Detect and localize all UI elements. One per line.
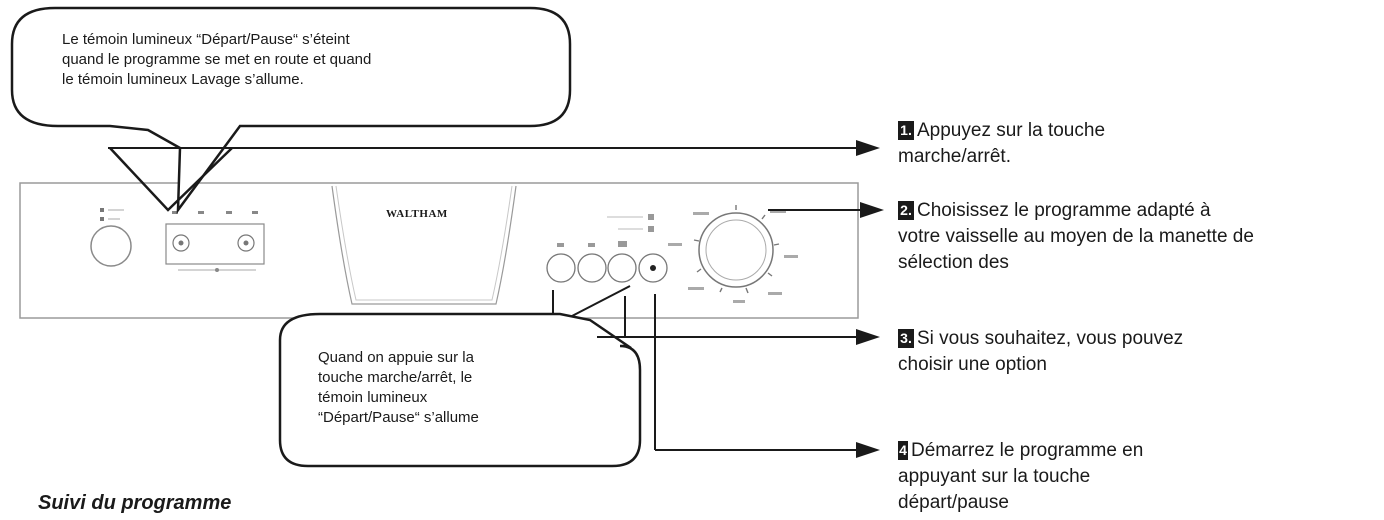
option-button-1	[546, 253, 576, 283]
step-text: Démarrez le programme en	[911, 440, 1144, 461]
on-off-button	[90, 225, 132, 267]
step-text: choisir une option	[898, 354, 1047, 375]
step-number-badge: 3.	[898, 329, 914, 348]
step-text: Appuyez sur la touche	[917, 120, 1106, 141]
step-number-badge: 1.	[898, 121, 914, 140]
bottom-callout-line: “Départ/Pause“ s’allume	[318, 409, 479, 426]
bottom-callout-bubble	[278, 312, 642, 468]
step-text: Si vous souhaitez, vous pouvez	[917, 328, 1184, 349]
step-text: votre vaisselle au moyen de la manette d…	[898, 226, 1254, 247]
top-callout-line: Le témoin lumineux “Départ/Pause“ s’étei…	[62, 31, 350, 48]
option-button-3	[607, 253, 637, 283]
bottom-callout-line: touche marche/arrêt, le	[318, 369, 473, 386]
step-2: 2.Choisissez le programme adapté à votre…	[898, 198, 1254, 276]
top-callout-pointer	[109, 147, 233, 212]
arrow-head-3	[856, 329, 880, 345]
display-window	[331, 185, 517, 305]
top-callout-bubble	[10, 6, 572, 214]
step-3: 3.Si vous souhaitez, vous pouvez choisir…	[898, 326, 1183, 378]
step-number-badge: 4	[898, 441, 908, 460]
step-text: marche/arrêt.	[898, 146, 1011, 167]
arrow-head-1	[856, 140, 880, 156]
step-1: 1.Appuyez sur la touche marche/arrêt.	[898, 118, 1105, 170]
bottom-callout-pointer	[571, 285, 631, 317]
top-callout-line: quand le programme se met en route et qu…	[62, 51, 372, 68]
indicator-light	[100, 208, 104, 212]
step-text: appuyant sur la touche	[898, 466, 1091, 487]
step-text: Choisissez le programme adapté à	[917, 200, 1211, 221]
arrow-head-2	[860, 202, 884, 218]
bottom-callout-text: Quand on appuie sur la touche marche/arr…	[318, 348, 479, 428]
option-button-2	[577, 253, 607, 283]
panel-brand: WALTHAM	[386, 208, 448, 220]
section-title: Suivi du programme	[38, 492, 232, 514]
bottom-callout-line: Quand on appuie sur la	[318, 349, 474, 366]
bottom-callout-line: témoin lumineux	[318, 389, 428, 406]
step-text: départ/pause	[898, 492, 1009, 513]
step-number-badge: 2.	[898, 201, 914, 220]
arrow-head-4	[856, 442, 880, 458]
indicator-light	[100, 217, 104, 221]
top-callout-text: Le témoin lumineux “Départ/Pause“ s’étei…	[62, 30, 371, 90]
program-selector-dial	[698, 212, 774, 288]
top-callout-line: le témoin lumineux Lavage s’allume.	[62, 71, 304, 88]
step-text: sélection des	[898, 252, 1009, 273]
